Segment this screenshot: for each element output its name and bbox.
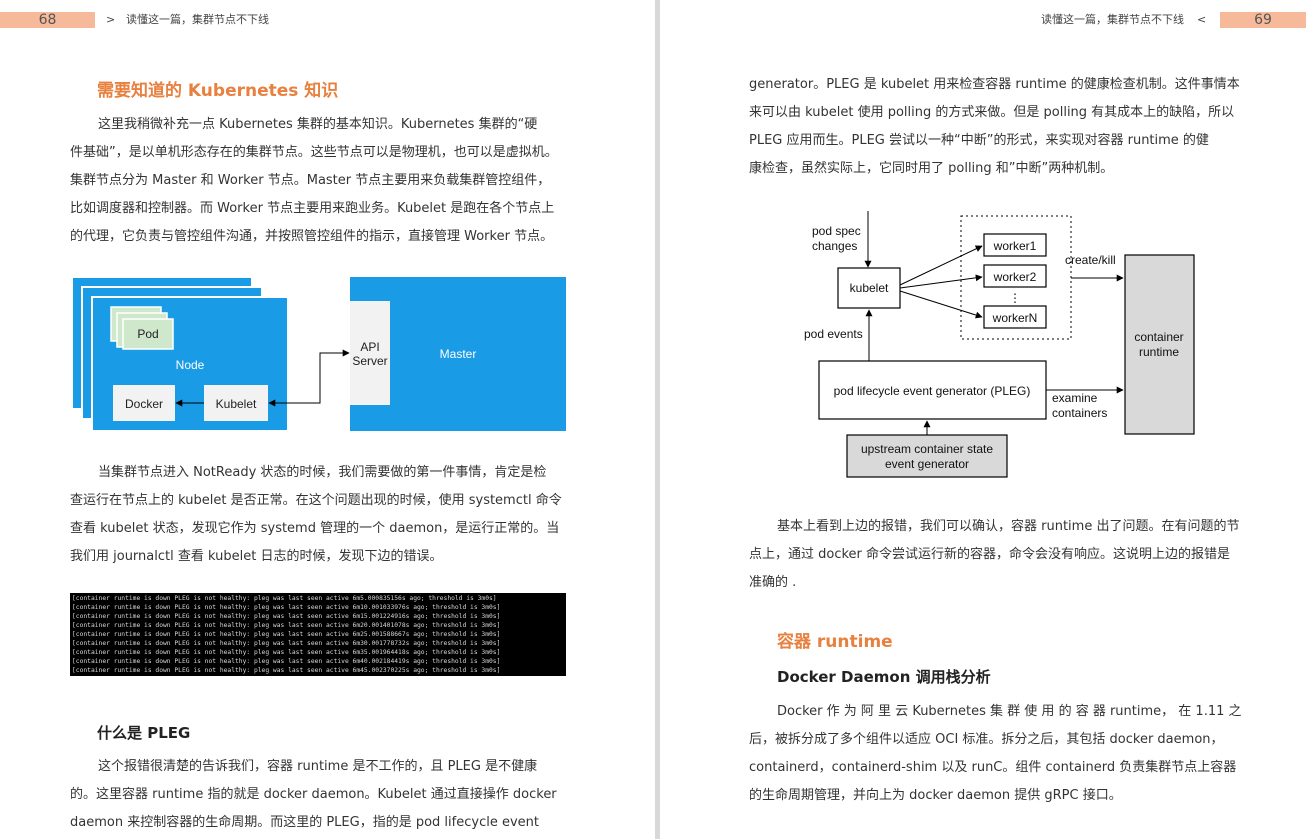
container-runtime-label-line1: container	[1134, 330, 1183, 344]
kubelet-workerN-arrow	[899, 290, 983, 319]
master-label: Master	[440, 347, 477, 361]
text-line: 集群节点分为 Master 和 Worker 节点。Master 节点主要用来负…	[70, 173, 551, 188]
kubelet-label: kubelet	[850, 281, 889, 295]
text-line: 比如调度器和控制器。而 Worker 节点主要用来跑业务。Kubelet 是跑在…	[70, 201, 555, 216]
text-line: Docker 作 为 阿 里 云 Kubernetes 集 群 使 用 的 容 …	[777, 704, 1242, 719]
text-line: generator。PLEG 是 kubelet 用来检查容器 runtime …	[749, 77, 1240, 92]
text-line: 的。这里容器 runtime 指的就是 docker daemon。Kubele…	[70, 787, 557, 802]
paragraph-pleg: 这个报错很清楚的告诉我们，容器 runtime 是不工作的，且 PLEG 是不健…	[70, 753, 570, 837]
pod-spec-label-line1: pod spec	[812, 224, 861, 238]
running-header: 读懂这一篇，集群节点不下线	[126, 13, 269, 26]
log-line: [container runtime is down PLEG is not h…	[72, 649, 501, 656]
docker-label: Docker	[125, 397, 163, 411]
log-line: [container runtime is down PLEG is not h…	[72, 622, 501, 629]
subsection-title: 什么是 PLEG	[97, 724, 191, 742]
text-line: PLEG 应用而生。PLEG 尝试以一种“中断”的形式，来实现对容器 runti…	[749, 133, 1209, 148]
log-line: [container runtime is down PLEG is not h…	[72, 667, 501, 674]
paragraph-pleg-continued: generator。PLEG 是 kubelet 用来检查容器 runtime …	[749, 71, 1249, 183]
text-line: 来可以由 kubelet 使用 polling 的方式来做。但是 polling…	[749, 105, 1235, 120]
pod-label: Pod	[137, 327, 158, 341]
container-runtime-box	[1124, 254, 1195, 435]
kubelet-worker2-arrow	[899, 274, 983, 289]
paragraph-notready: 当集群节点进入 NotReady 状态的时候，我们需要做的第一件事情，肯定是检 …	[70, 459, 570, 571]
node-master-diagram: Pod Node Docker Kubelet API Server Maste…	[71, 276, 566, 432]
text-line: 基本上看到上边的报错，我们可以确认，容器 runtime 出了问题。在有问题的节	[777, 519, 1240, 534]
section-title: 需要知道的 Kubernetes 知识	[97, 81, 339, 101]
upstream-label-line2: event generator	[885, 457, 969, 471]
left-page: 68 > 读懂这一篇，集群节点不下线 需要知道的 Kubernetes 知识 这…	[0, 12, 570, 837]
log-line: [container runtime is down PLEG is not h…	[72, 595, 497, 602]
page-number: 68	[0, 12, 95, 28]
api-label-line2: Server	[352, 354, 387, 368]
log-line: [container runtime is down PLEG is not h…	[72, 631, 501, 638]
text-line: 后，被拆分成了多个组件以适应 OCI 标准。拆分之后，其包括 docker da…	[749, 732, 1224, 747]
section-title: 容器 runtime	[777, 632, 893, 652]
text-line: 点上，通过 docker 命令尝试运行新的容器，命令会没有响应。这说明上边的报错…	[749, 547, 1231, 562]
paragraph-docker-daemon: Docker 作 为 阿 里 云 Kubernetes 集 群 使 用 的 容 …	[749, 698, 1249, 810]
kubelet-box	[204, 385, 268, 421]
workerN-box	[983, 305, 1047, 329]
kubelet-worker1-arrow	[899, 245, 983, 286]
header-arrow: <	[1197, 13, 1207, 26]
text-line: 查看 kubelet 状态，发现它作为 systemd 管理的一个 daemon…	[70, 521, 560, 536]
kubelet-api-connector	[268, 349, 350, 407]
text-line: 这个报错很清楚的告诉我们，容器 runtime 是不工作的，且 PLEG 是不健…	[98, 759, 538, 774]
ellipsis-label: ⋮	[1009, 291, 1021, 305]
text-line: daemon 来控制容器的生命周期。而这里的 PLEG，指的是 pod life…	[70, 815, 539, 830]
log-line: [container runtime is down PLEG is not h…	[72, 640, 501, 647]
workerN-label: workerN	[992, 311, 1038, 325]
pod-box	[122, 318, 174, 350]
book-spine	[655, 0, 660, 839]
subsection-title: Docker Daemon 调用栈分析	[777, 668, 991, 686]
node-label: Node	[176, 358, 205, 372]
log-line: [container runtime is down PLEG is not h…	[72, 604, 501, 611]
log-line: [container runtime is down PLEG is not h…	[72, 658, 501, 665]
create-kill-label: create/kill	[1065, 253, 1116, 267]
text-line: 这里我稍微补充一点 Kubernetes 集群的基本知识。Kubernetes …	[98, 117, 538, 132]
text-line: 康检查，虽然实际上，它同时用了 polling 和”中断”两种机制。	[749, 161, 1114, 176]
pleg-box	[818, 360, 1047, 420]
paragraph-kubernetes-basics: 这里我稍微补充一点 Kubernetes 集群的基本知识。Kubernetes …	[70, 111, 570, 251]
upstream-label-line1: upstream container state	[861, 442, 993, 456]
log-output-block: [container runtime is down PLEG is not h…	[70, 593, 566, 676]
text-line: 我们用 journalctl 查看 kubelet 日志的时候，发现下边的错误。	[70, 549, 443, 564]
container-runtime-label-line2: runtime	[1139, 345, 1179, 359]
worker1-box	[983, 233, 1047, 257]
pleg-diagram: pod spec changes kubelet worker1 worker2…	[804, 211, 1195, 478]
text-line: 件基础”，是以单机形态存在的集群节点。这些节点可以是物理机，也可以是虚拟机。	[70, 145, 558, 160]
log-line: [container runtime is down PLEG is not h…	[72, 613, 501, 620]
worker2-box	[983, 264, 1047, 288]
docker-box	[113, 385, 175, 421]
text-line: 查运行在节点上的 kubelet 是否正常。在这个问题出现的时候，使用 syst…	[70, 493, 562, 508]
worker1-label: worker1	[993, 239, 1037, 253]
running-header: 读懂这一篇，集群节点不下线	[1041, 13, 1184, 26]
upstream-generator-box	[846, 434, 1008, 478]
header-arrow: >	[106, 13, 116, 26]
api-server-box	[350, 301, 390, 405]
text-line: 的生命周期管理，并向上为 docker daemon 提供 gRPC 接口。	[749, 788, 1122, 803]
examine-label-line1: examine	[1052, 391, 1098, 405]
text-line: 准确的 .	[749, 575, 797, 590]
examine-label-line2: containers	[1052, 406, 1107, 420]
right-page: 读懂这一篇，集群节点不下线 < 69 generator。PLEG 是 kube…	[660, 0, 1306, 839]
pod-spec-label-line2: changes	[812, 239, 857, 253]
page-number: 69	[1220, 12, 1306, 28]
worker2-label: worker2	[993, 270, 1037, 284]
kubelet-label: Kubelet	[216, 397, 257, 411]
paragraph-runtime-problem: 基本上看到上边的报错，我们可以确认，容器 runtime 出了问题。在有问题的节…	[749, 513, 1249, 597]
pod-events-label: pod events	[804, 327, 863, 341]
text-line: containerd，containerd-shim 以及 runC。组件 co…	[749, 760, 1237, 775]
pleg-label: pod lifecycle event generator (PLEG)	[834, 384, 1031, 398]
api-label-line1: API	[360, 340, 379, 354]
text-line: 当集群节点进入 NotReady 状态的时候，我们需要做的第一件事情，肯定是检	[98, 465, 547, 480]
text-line: 的代理，它负责与管控组件沟通，并按照管控组件的指示，直接管理 Worker 节点…	[70, 229, 554, 244]
